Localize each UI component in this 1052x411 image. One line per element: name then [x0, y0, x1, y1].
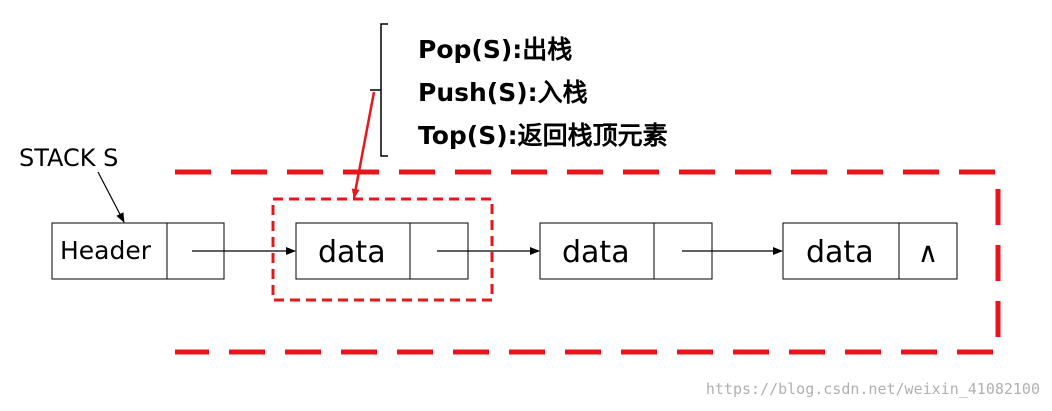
operation-pop: Pop(S):出栈 — [418, 35, 572, 64]
data-node-tail: data ∧ — [782, 222, 958, 280]
data-node-tail-next-field — [898, 222, 958, 280]
null-pointer-icon: ∧ — [918, 236, 939, 269]
data-node-top-value: data — [318, 235, 386, 270]
operations-pointer-arrow — [351, 91, 376, 199]
stack-label-arrow — [97, 171, 125, 223]
operations-brace — [370, 23, 388, 157]
operation-top: Top(S):返回栈顶元素 — [418, 121, 668, 150]
data-node-tail-value: data — [806, 235, 874, 270]
header-node: Header — [51, 222, 225, 280]
data-node-top: data — [295, 222, 469, 280]
header-value: Header — [60, 236, 152, 265]
stack-label: STACK S — [19, 144, 118, 172]
stack-region-dashed-border — [175, 169, 1001, 355]
watermark: https://blog.csdn.net/weixin_41082100 — [706, 380, 1040, 398]
operation-push: Push(S):入栈 — [418, 78, 588, 107]
data-node-middle-value: data — [562, 235, 630, 270]
